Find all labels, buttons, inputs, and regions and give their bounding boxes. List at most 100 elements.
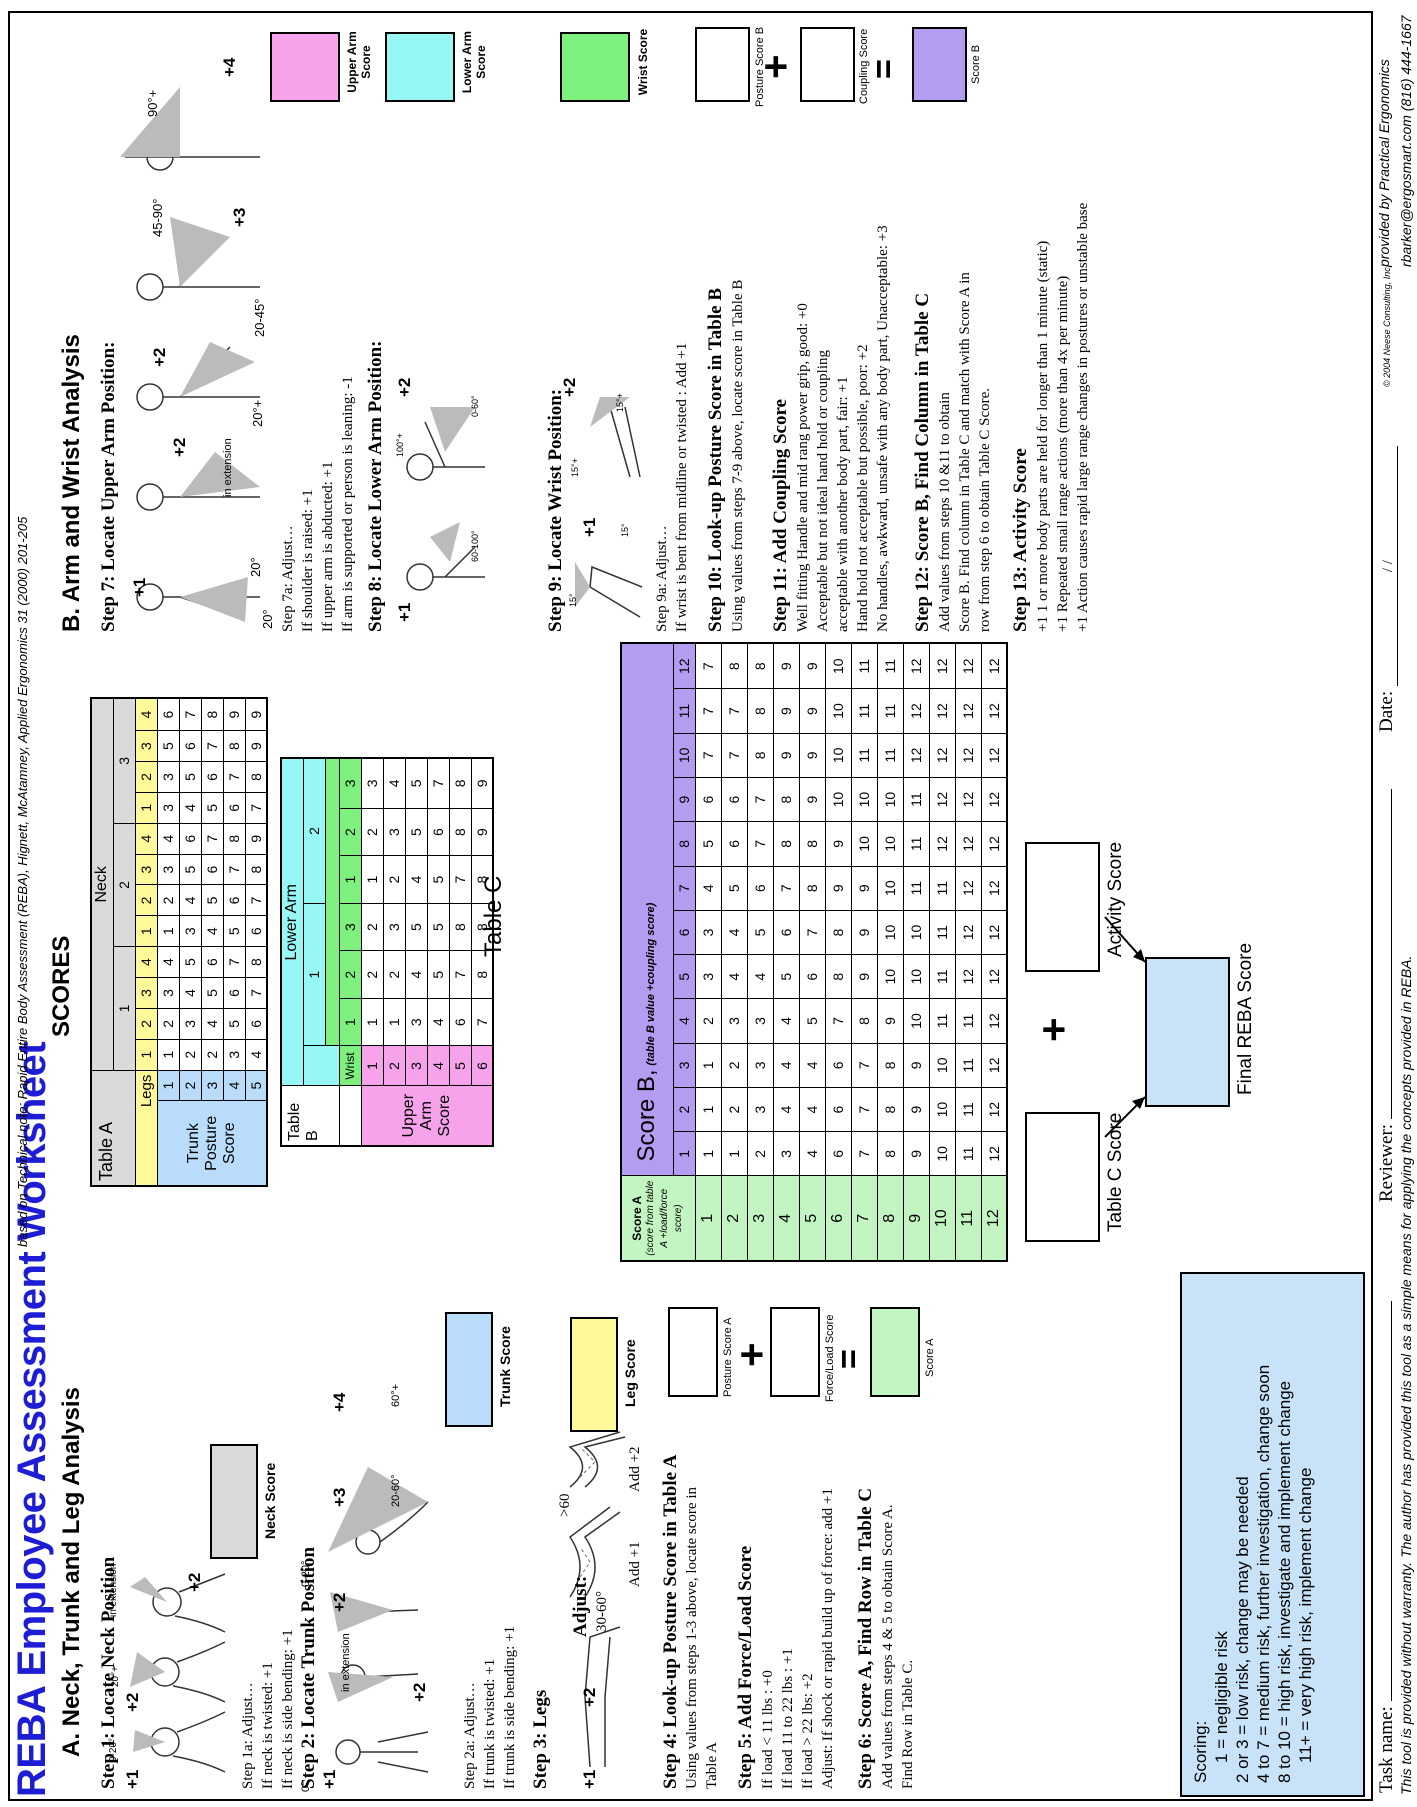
trunk-score-box[interactable] [445, 1312, 493, 1427]
table-b-title: Table B [281, 1086, 339, 1146]
table-a-legs-label: Legs [135, 1070, 157, 1186]
table-cell: 3 [405, 998, 427, 1046]
table-b-upper-arm-label: Upper Arm Score [361, 1086, 493, 1146]
step5-line4: Adjust: If shock or rapid build up of fo… [820, 1488, 836, 1789]
score-b-col-header: 10 [673, 733, 695, 778]
activity-score-box[interactable] [1025, 842, 1100, 972]
table-cell: 6 [223, 977, 245, 1009]
table-cell: 7 [245, 792, 267, 824]
table-cell: 1 [695, 1043, 721, 1088]
wrist-score-box[interactable] [560, 32, 630, 102]
table-cell: 9 [773, 643, 799, 689]
lower-arm-score-label: Lower Arm Score [460, 30, 488, 94]
step1a-title: Step 1a: Adjust… [240, 1682, 256, 1789]
scoring-line3: 4 to 7 = medium risk, further investigat… [1254, 1364, 1273, 1783]
trunk-row-header: 5 [245, 1070, 267, 1101]
posture-score-b-box[interactable] [695, 27, 750, 102]
table-cell: 1 [157, 915, 179, 947]
neck-score-label: Neck Score [262, 1462, 278, 1539]
score-a-box[interactable] [870, 1307, 920, 1397]
table-c-score-b-header: Score B, (table B value +coupling score) [621, 643, 673, 1176]
upper-arm-angle-2: 20° [248, 557, 263, 577]
upper-arm-score-label: Upper Arm Score [345, 31, 373, 93]
step13-title: Step 13: Activity Score [1010, 448, 1031, 632]
score-a-row-header: 3 [747, 1176, 773, 1261]
table-c-score-box[interactable] [1025, 1112, 1100, 1242]
lower-arm-score-box[interactable] [385, 32, 455, 102]
table-c: Score A (score from table A +load/force … [620, 642, 1008, 1262]
table-cell: 6 [825, 1131, 851, 1176]
score-b-box[interactable] [912, 27, 967, 102]
table-cell: 8 [877, 1131, 903, 1176]
upper-arm-score-box[interactable] [270, 32, 340, 102]
table-cell: 2 [361, 950, 383, 999]
table-cell: 5 [223, 915, 245, 947]
table-cell: 11 [955, 1087, 981, 1132]
table-cell: 4 [427, 998, 449, 1046]
upper-arm-row-header: 5 [449, 1046, 471, 1086]
force-load-score-box[interactable] [770, 1307, 820, 1397]
table-cell: 1 [695, 1087, 721, 1132]
table-c-title: Table C [480, 875, 507, 957]
table-cell: 6 [245, 1008, 267, 1040]
score-a-header-label: Score A [630, 1195, 645, 1241]
table-a-title: Table A [91, 1070, 135, 1186]
table-cell: 1 [721, 1131, 747, 1176]
table-cell: 3 [773, 1131, 799, 1176]
wrist-col: 2 [339, 950, 361, 999]
section-a-heading: A. Neck, Trunk and Leg Analysis [58, 1387, 85, 1757]
wrist-col: 1 [339, 855, 361, 904]
table-cell: 11 [903, 821, 929, 867]
step7a-line2: If upper arm is abducted: +1 [320, 461, 336, 633]
table-cell: 4 [747, 954, 773, 999]
table-cell: 12 [929, 821, 955, 867]
table-cell: 5 [201, 884, 223, 916]
trunk-row-header: 1 [157, 1070, 179, 1101]
date-field[interactable]: Date: / / [1376, 446, 1398, 732]
wrist-score-1: +1 [580, 517, 599, 537]
score-b-label: Score B [970, 44, 982, 84]
table-cell: 11 [929, 866, 955, 911]
table-cell: 3 [747, 1043, 773, 1088]
step4-text: Using values from steps 1-3 above, locat… [684, 1487, 720, 1789]
score-a-row-header: 7 [851, 1176, 877, 1261]
neck-position-figures [130, 1573, 226, 1773]
table-cell: 6 [773, 910, 799, 955]
table-cell: 8 [773, 777, 799, 822]
section-b-heading: B. Arm and Wrist Analysis [58, 334, 85, 632]
table-cell: 5 [201, 977, 223, 1009]
table-cell: 2 [747, 1131, 773, 1176]
step11-line2: Acceptable but not ideal hand hold or co… [815, 349, 831, 632]
table-cell: 12 [929, 777, 955, 822]
table-cell: 1 [361, 855, 383, 904]
provided-by: provided by Practical Ergonomics [1376, 59, 1392, 267]
posture-score-a-box[interactable] [668, 1307, 718, 1397]
table-cell: 7 [721, 733, 747, 778]
step11-line1: Well fitting Handle and mid rang power g… [795, 303, 811, 632]
reviewer-field[interactable]: Reviewer: [1376, 789, 1398, 1202]
leg-score-box[interactable] [570, 1317, 618, 1432]
table-a: Table A Neck 1 2 3 Legs 1 2 3 4 1 2 3 4 … [90, 697, 268, 1187]
wrist-figures [575, 397, 643, 618]
step3-title: Step 3: Legs [530, 1689, 551, 1789]
table-cell: 7 [773, 866, 799, 911]
table-cell: 6 [449, 998, 471, 1046]
table-cell: 3 [157, 977, 179, 1009]
table-cell: 11 [877, 643, 903, 689]
table-cell: 5 [799, 998, 825, 1044]
table-cell: 4 [157, 823, 179, 855]
table-cell: 6 [427, 808, 449, 856]
neck-col-1: 1 [113, 946, 135, 1071]
task-name-field[interactable]: Task name: [1376, 1301, 1398, 1793]
table-cell: 7 [471, 998, 493, 1046]
legs-col: 4 [135, 823, 157, 855]
table-cell: 11 [877, 733, 903, 778]
trunk-row-header: 3 [201, 1070, 223, 1101]
wrist-col: 3 [339, 903, 361, 951]
score-b-col-header: 3 [673, 1043, 695, 1088]
neck-score-box[interactable] [210, 1444, 258, 1559]
coupling-score-box[interactable] [800, 27, 855, 102]
table-cell: 7 [695, 733, 721, 778]
table-cell: 10 [929, 1043, 955, 1088]
